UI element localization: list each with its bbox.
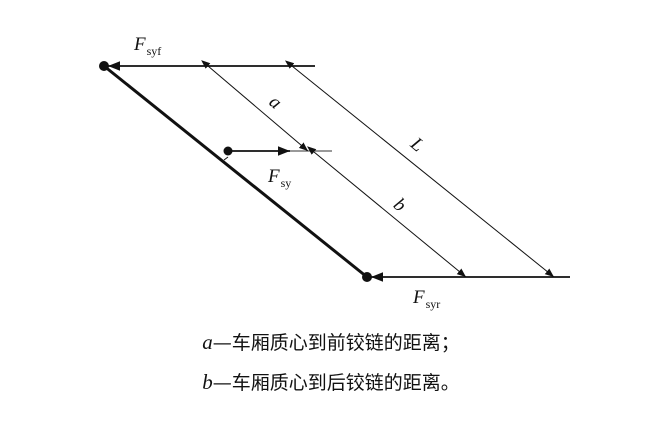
label-f-front: Fsyf: [133, 34, 161, 58]
front-hinge-point: [99, 61, 109, 71]
perpendicular-mark: [223, 156, 229, 161]
caption-b: b—车厢质心到后铰链的距离。: [202, 370, 460, 394]
caption-a: a—车厢质心到前铰链的距离；: [202, 330, 460, 354]
label-f-rear: Fsyr: [412, 287, 440, 311]
dimension-b: [307, 146, 467, 278]
rear-hinge-point: [362, 272, 372, 282]
label-a: a: [265, 91, 286, 113]
label-b: b: [389, 194, 410, 216]
label-f-center: Fsy: [267, 166, 291, 190]
body-line: [103, 64, 368, 279]
center-of-mass-point: [223, 146, 233, 156]
dimension-a: [201, 60, 309, 152]
dimension-L: [284, 60, 555, 278]
label-L: L: [406, 133, 428, 157]
